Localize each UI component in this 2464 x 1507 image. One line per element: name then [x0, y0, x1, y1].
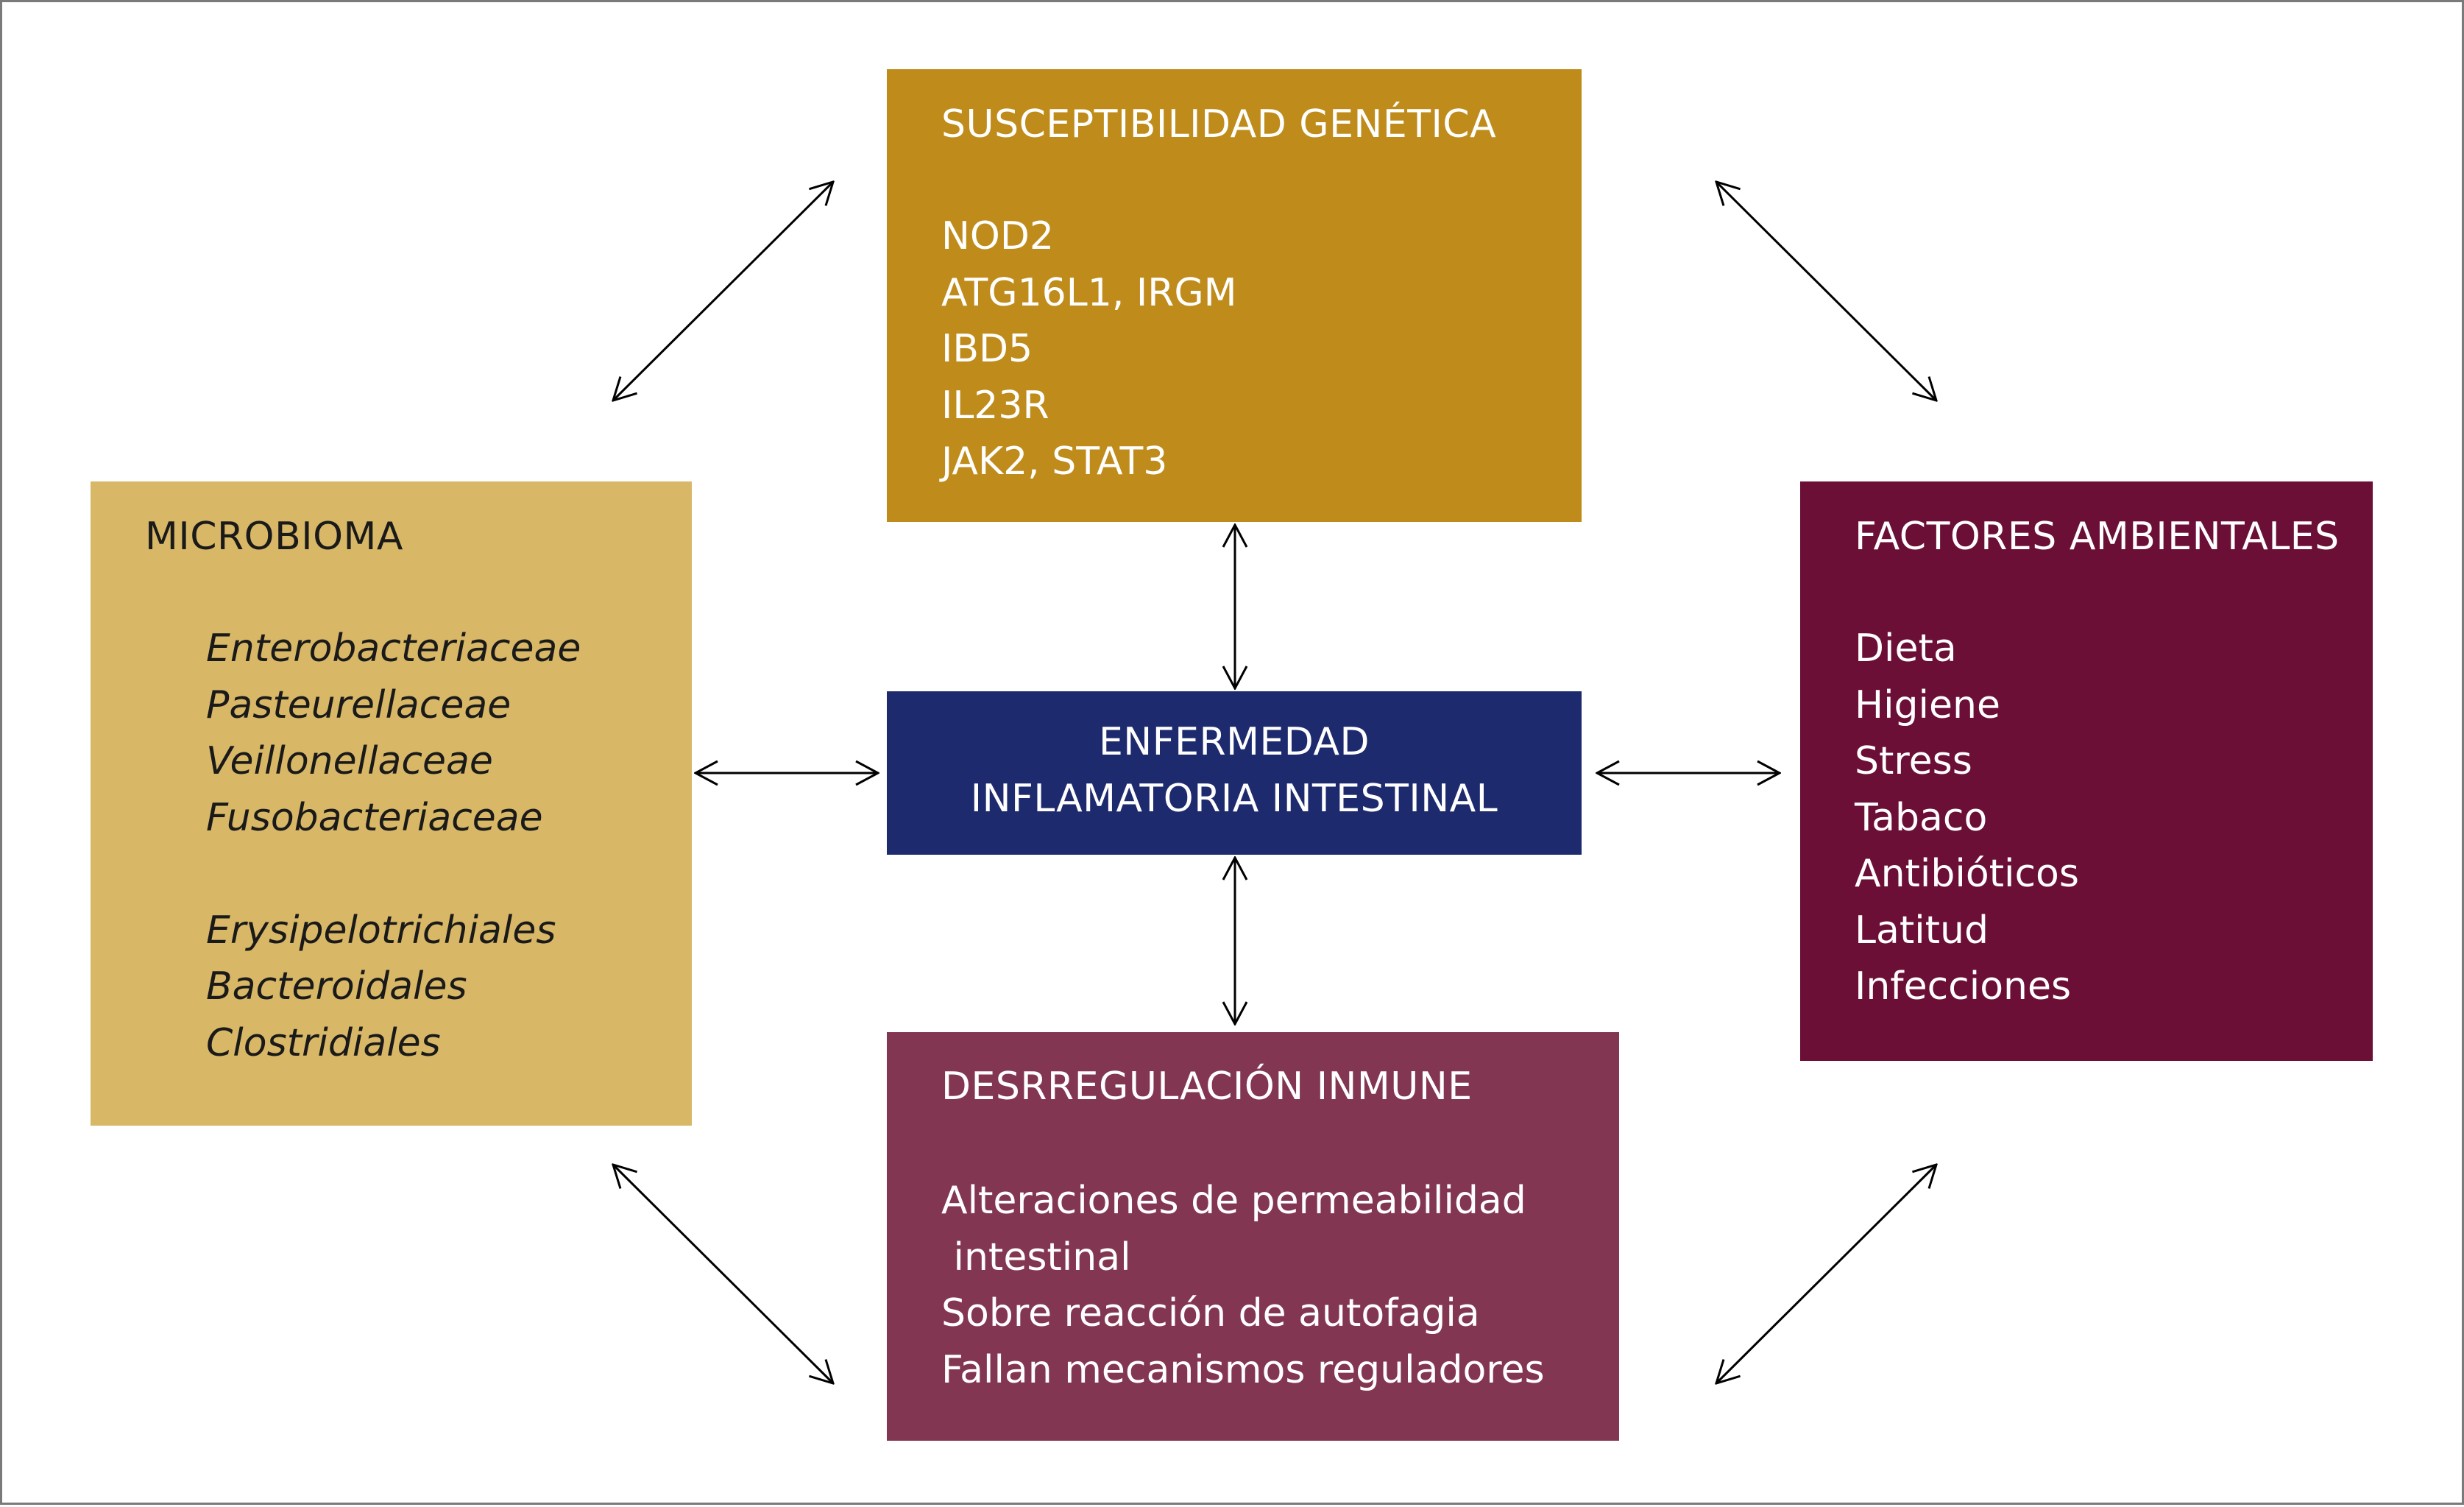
arrow-microbioma-inmune — [613, 1165, 833, 1383]
list-item: Fusobacteriaceae — [206, 795, 543, 840]
arrow-microbioma-genetica — [613, 182, 833, 400]
ibd-title-line2: INFLAMATORIA INTESTINAL — [970, 777, 1498, 821]
list-spacer — [206, 846, 581, 903]
ibd-center-box: ENFERMEDAD INFLAMATORIA INTESTINAL — [887, 691, 1582, 855]
microbiome-box: MICROBIOMA Enterobacteriaceae Pasteurell… — [91, 481, 692, 1126]
list-item: Fallan mecanismos reguladores — [941, 1347, 1545, 1392]
environmental-factors-box: FACTORES AMBIENTALES Dieta Higiene Stres… — [1800, 481, 2373, 1061]
list-item: ATG16L1, IRGM — [941, 270, 1237, 315]
microbiome-title: MICROBIOMA — [145, 515, 403, 559]
arrow-inmune-ambientales — [1716, 1165, 1936, 1383]
list-item: Infecciones — [1855, 964, 2072, 1009]
list-item: Enterobacteriaceae — [206, 627, 581, 671]
immune-dysregulation-box: DESRREGULACIÓN INMUNE Alteraciones de pe… — [887, 1032, 1619, 1441]
environmental-list: Dieta Higiene Stress Tabaco Antibióticos… — [1855, 621, 2079, 1015]
list-item: Clostridiales — [206, 1020, 441, 1065]
list-item: Latitud — [1855, 908, 1989, 953]
genetic-list: NOD2 ATG16L1, IRGM IBD5 IL23R JAK2, STAT… — [941, 208, 1237, 490]
list-item: Veillonellaceae — [206, 739, 493, 783]
list-item: Dieta — [1855, 627, 1957, 671]
list-item: IL23R — [941, 383, 1049, 428]
list-item: JAK2, STAT3 — [941, 440, 1168, 484]
list-item: Higiene — [1855, 682, 2000, 727]
list-item: IBD5 — [941, 327, 1033, 371]
list-item: Tabaco — [1855, 795, 1988, 840]
list-item: Stress — [1855, 739, 1972, 783]
list-item: Sobre reacción de autofagia — [941, 1291, 1480, 1335]
ibd-title-line1: ENFERMEDAD — [1098, 720, 1370, 764]
environmental-factors-title: FACTORES AMBIENTALES — [1855, 515, 2340, 559]
microbiome-list: Enterobacteriaceae Pasteurellaceae Veill… — [206, 621, 581, 1071]
list-item: Bacteroidales — [206, 964, 467, 1009]
list-item: Erysipelotrichiales — [206, 908, 556, 953]
genetic-susceptibility-title: SUSCEPTIBILIDAD GENÉTICA — [941, 102, 1497, 147]
list-item: NOD2 — [941, 214, 1054, 258]
list-item: Alteraciones de permeabilidad — [941, 1179, 1526, 1223]
list-item: Antibióticos — [1855, 852, 2079, 896]
arrow-genetica-ambientales — [1716, 182, 1936, 400]
genetic-susceptibility-box: SUSCEPTIBILIDAD GENÉTICA NOD2 ATG16L1, I… — [887, 69, 1582, 522]
immune-dysregulation-title: DESRREGULACIÓN INMUNE — [941, 1065, 1473, 1109]
list-item: Pasteurellaceae — [206, 682, 511, 727]
list-item: intestinal — [941, 1235, 1131, 1280]
immune-list: Alteraciones de permeabilidad intestinal… — [941, 1173, 1545, 1398]
